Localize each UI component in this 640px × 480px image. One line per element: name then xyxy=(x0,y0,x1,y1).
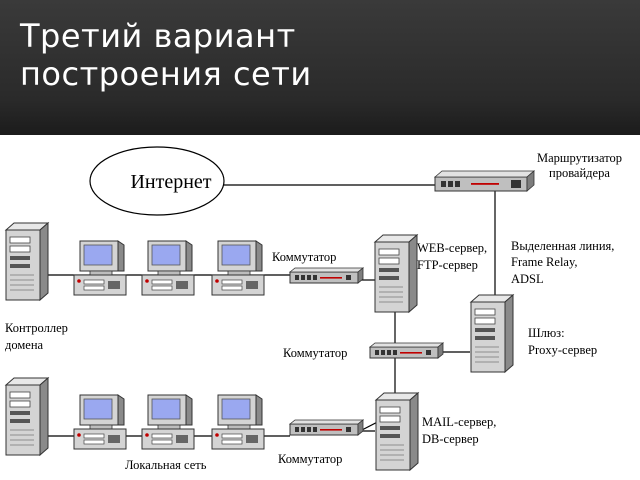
domain-controller-label-line-1: Контроллер xyxy=(5,321,68,335)
middle-switch-label: Коммутатор xyxy=(283,346,347,360)
diagram-canvas: Интернет Маршрутизатор провайдера Выделе… xyxy=(0,135,640,480)
web-ftp-server-icon xyxy=(374,234,418,313)
leased-line-label-line-3: ADSL xyxy=(511,272,544,286)
top-switch-label: Коммутатор xyxy=(272,250,336,264)
workstation-icon xyxy=(141,240,195,296)
internet-label: Интернет xyxy=(130,171,211,193)
lan-server-icon xyxy=(5,377,49,456)
mail-server-label-line-1: MAIL-сервер, xyxy=(422,415,496,429)
internet-cloud: Интернет xyxy=(89,146,225,216)
domain-controller-label-line-2: домена xyxy=(5,338,44,352)
bottom-switch-label: Коммутатор xyxy=(278,452,342,466)
web-server-label-line-1: WEB-сервер, xyxy=(417,241,487,255)
network-diagram: Интернет Маршрутизатор провайдера Выделе… xyxy=(5,146,622,472)
page-number: 24 xyxy=(613,464,625,475)
web-server-label-line-2: FTP-сервер xyxy=(417,258,478,272)
workstation-icon xyxy=(211,240,265,296)
gateway-label-line-1: Шлюз: xyxy=(528,326,565,340)
leased-line-label-line-2: Frame Relay, xyxy=(511,255,578,269)
workstation-icon xyxy=(73,394,127,450)
workstation-icon xyxy=(211,394,265,450)
domain-controller-server-icon xyxy=(5,222,49,301)
lan-label: Локальная сеть xyxy=(125,458,207,472)
workstation-icon xyxy=(141,394,195,450)
router-label-line-1: Маршрутизатор xyxy=(537,151,622,165)
workstation-icon xyxy=(73,240,127,296)
middle-switch-icon xyxy=(369,342,444,359)
slide-title-line-1: Третий вариант xyxy=(20,17,296,55)
provider-router-icon xyxy=(433,170,536,192)
slide-title-line-2: построения сети xyxy=(20,55,312,93)
bottom-switch-icon xyxy=(289,419,364,436)
gateway-label-line-2: Proxy-сервер xyxy=(528,343,597,357)
mail-server-label-line-2: DB-сервер xyxy=(422,432,479,446)
leased-line-label-line-1: Выделенная линия, xyxy=(511,239,614,253)
cloud-ellipse xyxy=(89,146,225,216)
router-label-line-2: провайдера xyxy=(549,166,610,180)
gateway-proxy-server-icon xyxy=(470,294,514,373)
top-switch-icon xyxy=(289,267,364,284)
mail-db-server-icon xyxy=(375,392,419,471)
